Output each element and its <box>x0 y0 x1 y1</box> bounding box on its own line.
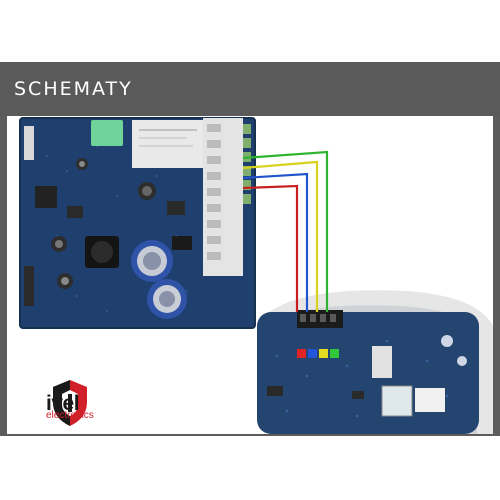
schematic-image <box>7 116 493 434</box>
wiring-diagram <box>19 117 493 434</box>
page-title: SCHEMATY <box>14 78 133 100</box>
brand-name: ivel <box>46 392 80 415</box>
header-bar <box>0 62 500 116</box>
wire-yellow <box>242 160 319 312</box>
brand-subtitle: electronics <box>46 410 94 421</box>
ivel-shield-logo <box>53 380 87 426</box>
left-pcb <box>19 117 256 329</box>
wires <box>242 150 329 312</box>
right-device <box>257 290 493 434</box>
wire-red <box>242 184 299 312</box>
wire-blue <box>242 172 309 312</box>
wire-green <box>242 150 329 312</box>
